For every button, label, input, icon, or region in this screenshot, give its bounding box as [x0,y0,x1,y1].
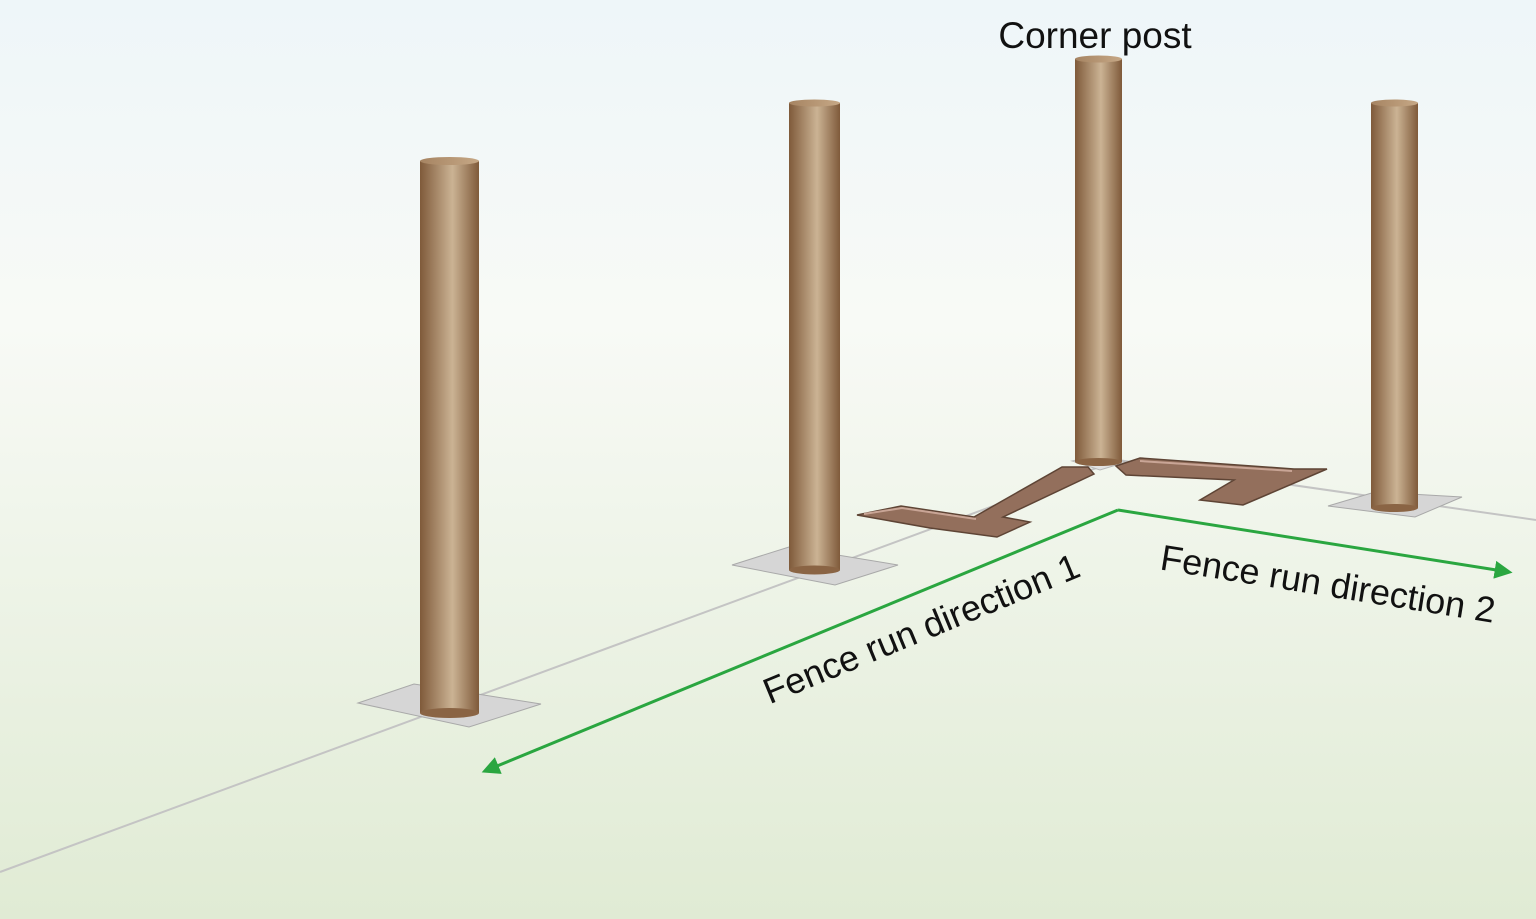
post-middle [789,99,840,575]
post-far-left [420,157,479,718]
corner-post-label: Corner post [998,15,1192,56]
brace-plate-direction-1 [856,466,1096,538]
brace-edge-highlight [1139,460,1293,472]
post-top [789,99,840,107]
corner-brace [856,457,1328,538]
post-right [1371,99,1418,512]
post-top [420,157,479,165]
corner-post [1075,55,1122,466]
direction-1-arrow [481,508,1119,774]
post-top [1075,55,1122,63]
post-top [1371,99,1418,107]
brace-edge-highlight [863,506,977,520]
direction-2-arrow [1117,508,1513,579]
